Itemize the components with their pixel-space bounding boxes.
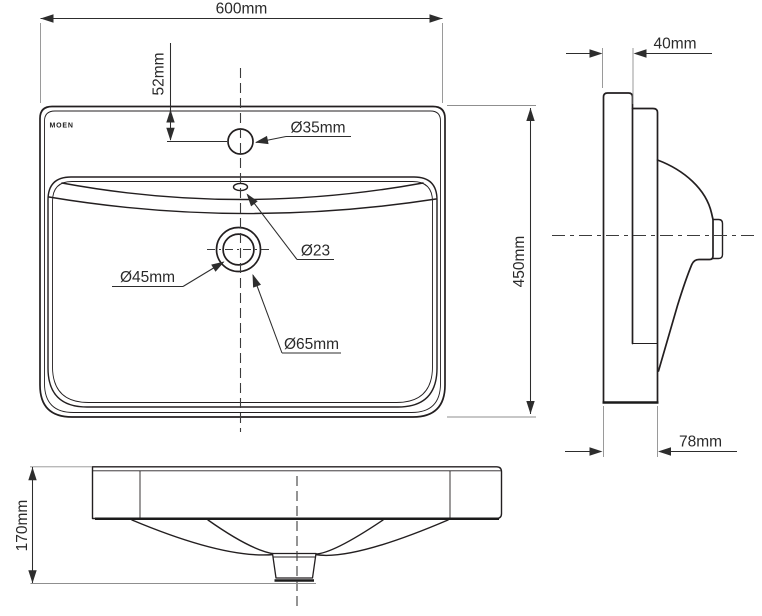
width-arrow-right (429, 14, 443, 23)
height-dimension-label: 450mm (511, 236, 528, 288)
faucet-offset-arrow-up (166, 109, 175, 123)
drain-stub-tab (712, 218, 724, 260)
drain-inner-label: Ø45mm (120, 269, 175, 286)
overflow-leader-arrow (246, 193, 258, 207)
overflow-label: Ø23 (301, 243, 330, 260)
brand-logo: MOEN (50, 123, 74, 130)
drain-outer-circle (215, 226, 262, 273)
base-depth-arrow-left (589, 447, 603, 456)
elevation-height-label: 170mm (14, 500, 31, 552)
width-arrow-left (40, 14, 54, 23)
depth-arrow-left (589, 49, 603, 58)
drain-outer-leader-line (252, 274, 283, 354)
elevation-height-arrow-down (28, 570, 37, 584)
faucet-hole-leader-arrow (255, 135, 269, 145)
drain-outer-leader-arrow (252, 274, 261, 288)
base-depth-dimension-label: 78mm (679, 434, 722, 451)
basin-rim-outline (47, 176, 438, 408)
basin-front-edge-lower-curve (48, 196, 437, 215)
overflow-leader-line (247, 194, 298, 260)
faucet-offset-label: 52mm (150, 52, 167, 95)
faucet-hole-label: Ø35mm (290, 120, 345, 137)
sink-body-inner-line (44, 110, 441, 413)
drain-inner-circle (222, 233, 255, 266)
bowl-underside-right-outer-curve (314, 519, 449, 557)
faucet-offset-arrow-down (166, 127, 175, 141)
front-elevation-view (30, 466, 503, 608)
drain-outer-label: Ø65mm (284, 336, 339, 353)
back-plate-outline (602, 92, 634, 403)
bowl-underside-left-inner-curve (207, 519, 276, 555)
basin-front-edge-upper-curve (61, 182, 424, 201)
width-dimension-label: 600mm (216, 1, 268, 18)
side-view (552, 92, 758, 404)
front-elevation-dimensions: 170mm (14, 466, 92, 584)
body-profile-outline (631, 107, 659, 403)
height-arrow-up (526, 108, 535, 121)
basin-rim-inner-line (52, 181, 433, 403)
bowl-profile-curve (656, 159, 714, 372)
side-view-dimensions: 40mm 78mm (565, 36, 737, 457)
height-arrow-down (526, 401, 535, 414)
drain-trap-outline (271, 552, 317, 579)
front-view-dimensions: 600mm 52mm Ø35mm Ø23 Ø45mm Ø65mm 45 (40, 1, 536, 418)
bowl-underside-left-outer-curve (131, 519, 275, 556)
elevation-height-arrow-up (28, 467, 37, 481)
sink-body-outline (39, 105, 446, 418)
depth-arrow-right (633, 49, 647, 58)
depth-dimension-label: 40mm (653, 36, 696, 53)
bowl-underside-right-inner-curve (313, 519, 384, 555)
front-view: MOEN (39, 68, 446, 432)
drain-inner-leader-arrow (211, 261, 225, 272)
base-depth-arrow-right (658, 447, 671, 456)
